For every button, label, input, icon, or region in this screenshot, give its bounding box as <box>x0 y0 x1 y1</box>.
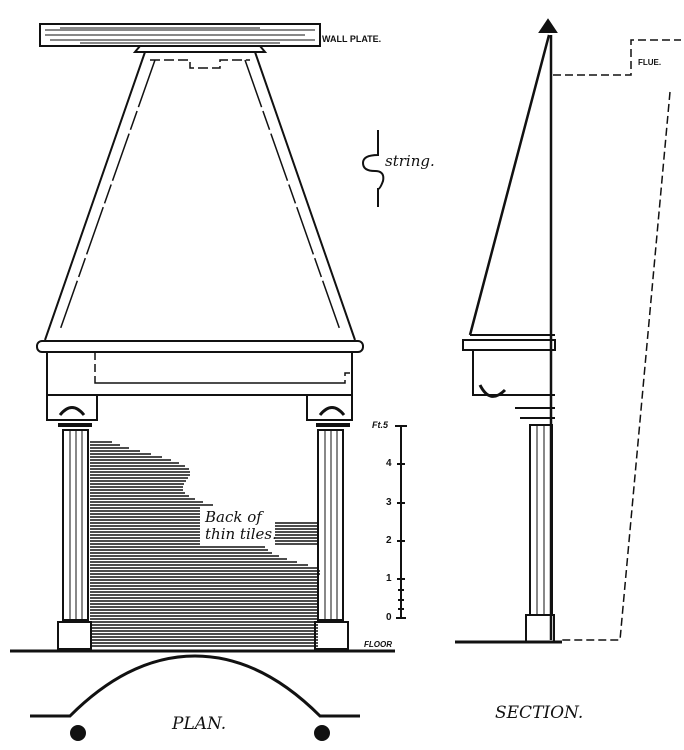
columns <box>57 429 349 650</box>
scale-tick-2: 2 <box>386 535 392 546</box>
plan-outline <box>30 654 360 741</box>
mantel-shelf <box>36 340 364 396</box>
hood-elevation <box>44 45 356 341</box>
string-profile <box>361 130 385 207</box>
plan-label: PLAN. <box>172 714 227 734</box>
string-label: string. <box>385 152 435 170</box>
scale-tick-0: 0 <box>386 612 392 623</box>
tiles-label-line1: Back of <box>205 508 262 526</box>
capitals <box>46 394 353 427</box>
scale-tick-1: 1 <box>386 573 392 584</box>
scale-tick-4: 4 <box>386 458 392 469</box>
tiles-label-line2: thin tiles. <box>205 525 277 543</box>
tile-hatching <box>90 441 320 647</box>
section-drawing <box>455 18 681 644</box>
wall-plate <box>39 23 321 47</box>
scale-unit-label: Ft.5 <box>372 420 389 430</box>
scale-tick-3: 3 <box>386 497 392 508</box>
scale-bar <box>395 425 407 619</box>
floor-label: FLOOR <box>364 640 392 649</box>
wall-plate-label: WALL PLATE. <box>322 34 382 44</box>
tile-hatch-lines <box>90 441 320 647</box>
flue-label: FLUE. <box>638 58 662 67</box>
section-label: SECTION. <box>495 703 584 723</box>
